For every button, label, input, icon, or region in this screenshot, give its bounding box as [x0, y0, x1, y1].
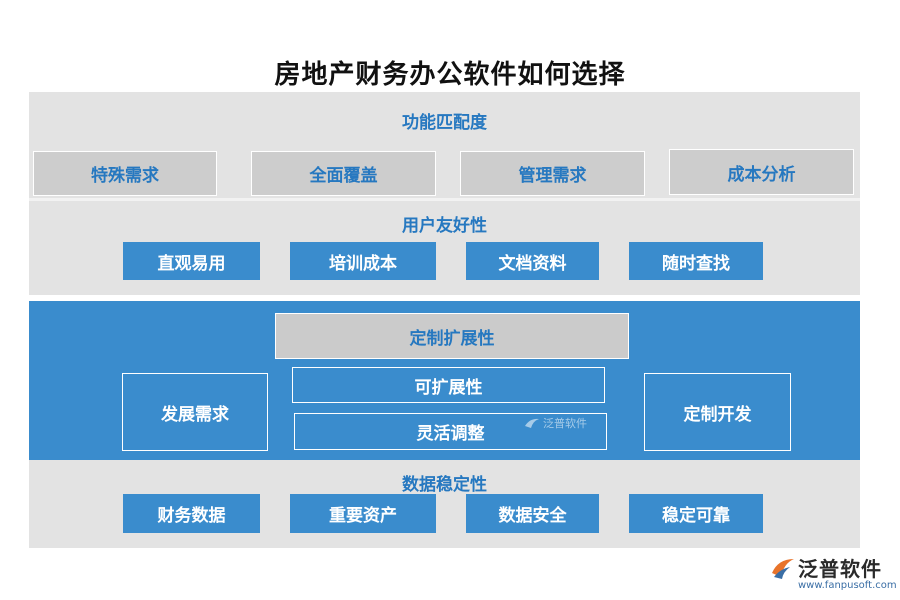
- watermark-text: 泛普软件: [543, 417, 587, 430]
- extensibility-center-box-2: 灵活调整: [294, 413, 607, 450]
- usability-section-title: 用户友好性: [402, 216, 487, 236]
- stability-item-1: 财务数据: [123, 494, 260, 533]
- usability-item-3: 文档资料: [466, 242, 599, 280]
- usability-item-2: 培训成本: [290, 242, 436, 280]
- function-item-3: 管理需求: [460, 151, 645, 196]
- brand-logo: 泛普软件 www.fanpusoft.com: [770, 553, 897, 597]
- watermark-logo-icon: [525, 418, 539, 428]
- stability-item-3: 数据安全: [466, 494, 599, 533]
- brand-logo-icon: [772, 559, 794, 579]
- extensibility-left-box: 发展需求: [122, 373, 268, 451]
- stability-item-4: 稳定可靠: [629, 494, 763, 533]
- function-item-4: 成本分析: [669, 149, 854, 195]
- brand-url: www.fanpusoft.com: [798, 580, 897, 591]
- function-item-1: 特殊需求: [33, 151, 217, 196]
- stability-section-title: 数据稳定性: [402, 475, 487, 495]
- extensibility-center-box-1: 可扩展性: [292, 367, 605, 403]
- usability-item-4: 随时查找: [629, 242, 763, 280]
- section-divider: [29, 198, 860, 201]
- watermark: 泛普软件: [524, 415, 587, 431]
- brand-name: 泛普软件: [798, 557, 882, 581]
- function-item-2: 全面覆盖: [251, 151, 436, 196]
- usability-item-1: 直观易用: [123, 242, 260, 280]
- function-section-title: 功能匹配度: [402, 113, 487, 133]
- extensibility-right-box: 定制开发: [644, 373, 791, 451]
- extensibility-section-title: 定制扩展性: [275, 313, 629, 359]
- page-title: 房地产财务办公软件如何选择: [274, 60, 626, 90]
- stability-item-2: 重要资产: [290, 494, 436, 533]
